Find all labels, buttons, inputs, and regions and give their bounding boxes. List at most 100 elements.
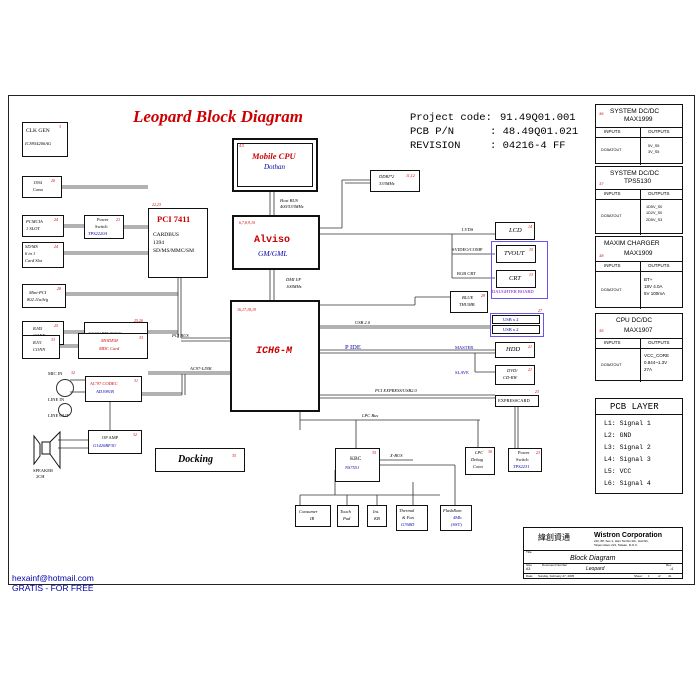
conn-1394-label-b: Conn [33,187,43,192]
opamp-part: G1420BF3U [93,443,117,448]
input-value: DCBATOUT [601,363,622,367]
opamp-label: OP AMP [102,435,119,440]
minipci-block: Mini-PCI 802.11a/b/g 28 [22,284,66,308]
cpu-label: Mobile CPU [252,151,296,161]
power-switch-2-label-b: Switch [516,457,529,462]
project-code-label: Project code: [410,112,492,124]
lpc-debug-block: LPC Debug Conn 30 [465,447,495,475]
page-ref: 36 [599,111,604,116]
outputs-header: OUTPUTS [648,191,670,196]
tvout-block: TVOUT 15 [496,245,536,263]
page-ref: 28 [57,286,61,291]
diagram-title: Leopard Block Diagram [133,107,303,126]
ddr-block: DDRI*2 333MHz 11,12 [370,170,420,192]
page-ref: 29 [481,293,485,298]
ddr-speed: 333MHz [379,181,395,186]
rev-label: Rev [666,563,672,567]
pcmcia-label: PCMCIA [26,219,43,224]
dmi-label: DMI I/F [286,277,302,282]
project-code: 91.49Q01.001 [500,112,576,124]
power-switch-part: TPS2220A [88,231,108,236]
cpu-block: Mobile CPU Dothan 4,5 [232,138,318,192]
page-ref: 31 [134,378,138,383]
page-ref: 32 [71,370,75,375]
alviso-part: GM/GML [258,249,288,258]
pci-bus-label: PCI BUS [172,333,189,338]
page-ref: 35 [599,328,604,333]
touchpad-label-b: Pad [343,516,351,521]
page-ref: 21 [528,344,532,349]
codec-block: AC'97 CODEC AD1981B 31 [85,376,142,402]
page-ref: 13 [529,272,533,277]
rev-value: -4 [670,567,674,571]
conn-1394-block: 1394 Conn 26 [22,176,62,198]
power-table-title: CPU DC/DC [616,317,653,324]
title-label: Title [526,550,532,554]
expresscard-block: EXPRESSCARD [495,395,539,407]
speaker-label-b: 2CH [36,474,45,479]
pci-express-bus-label: PCI EXPRESS/USB2.0 [375,388,417,393]
ich6m-block: ICH6-M 16,17,18,19 [230,300,320,412]
int-kb-label: Int. [373,509,380,514]
pci7411-label: PCI 7411 [157,214,191,224]
sheet-size: A3 [526,567,531,571]
dvd-label: DVD/ [507,368,518,373]
host-bus-label: Host BUS [280,198,298,203]
pcb-layer-row: L5: VCC [604,468,632,475]
crt-block: CRT 13 [496,270,536,288]
cardbus-label-c: SD/MS/MMC/SM [153,248,194,254]
thermal-block: Thermal & Fan G768D [396,505,428,531]
expresscard-label: EXPRESSCARD [498,398,530,403]
blue-thumb-label: BLUE [462,295,474,300]
outputs-header: OUTPUTS [648,340,670,345]
page-ref: 27 [538,308,542,313]
page-ref: 38 [599,253,604,258]
page-ref: 11,12 [406,173,415,178]
usb-outline [490,313,544,337]
page-ref: 23 [535,389,539,394]
int-kb-label-b: KB [374,516,380,521]
pcb-layer-row: L4: Signal 3 [604,456,651,463]
consumer-ir-block: Consumer IR [295,505,331,527]
page-ref: 32 [133,432,137,437]
of-label: of [658,574,661,578]
codec-label: AC'97 CODEC [90,381,118,386]
rj11-block: RJ11 CONN 33 [22,335,60,359]
host-bus-speed: 400/533MHz [280,204,304,209]
sheet-label: Sheet [634,574,642,578]
page-ref: 22,23 [152,202,161,207]
page-ref: 23 [536,450,540,455]
power-table-part: MAX1999 [624,116,653,123]
ac97-link-label: AC97-LINK [190,366,212,371]
usb-label: USB x 2 [503,317,519,322]
page-ref: 25 [54,323,58,328]
docking-label: Docking [178,454,213,465]
int-kb-block: Int. KB [367,505,387,527]
lpc-debug-label-c: Conn [473,464,483,469]
dvd-block: DVD/ CD-RW 21 [495,365,535,385]
modem-block: MODEM MDC Card 33 [78,333,148,359]
pcb-layer-row: L6: Signal 4 [604,480,651,487]
kbc-label: KBC [350,456,362,462]
tvout-label: TVOUT [504,250,525,257]
revision: : 04216-4 FF [490,140,566,152]
sdms-label-c: Card Slot [25,258,43,263]
mic-in-label: MIC IN [48,371,63,376]
sheet-title: Block Diagram [570,555,616,562]
drawing-frame [8,95,695,585]
codec-part: AD1981B [96,389,114,394]
page-ref: 24 [54,244,58,249]
blue-thumb-label-b: THUMB [459,302,475,307]
clkgen-block: CLK GEN ICS954206AG 3 [22,122,68,157]
touchpad-block: Touch Pad [337,505,359,527]
dmi-speed: 100MHz [286,284,302,289]
sdms-block: SD/MS 6 in 1 Card Slot 24 [22,242,64,268]
power-switch-2-part: TPS2231 [513,464,530,469]
rgb-crt-label: RGB CRT [457,271,476,276]
power-table-title: MAXIM CHARGER [604,240,660,247]
rj45-label: RJ45 [33,326,43,331]
kbc-part: NS7551 [345,465,360,470]
thermal-label: Thermal [399,508,415,513]
output-value: 5V_S5 3V_S5 [648,144,660,155]
